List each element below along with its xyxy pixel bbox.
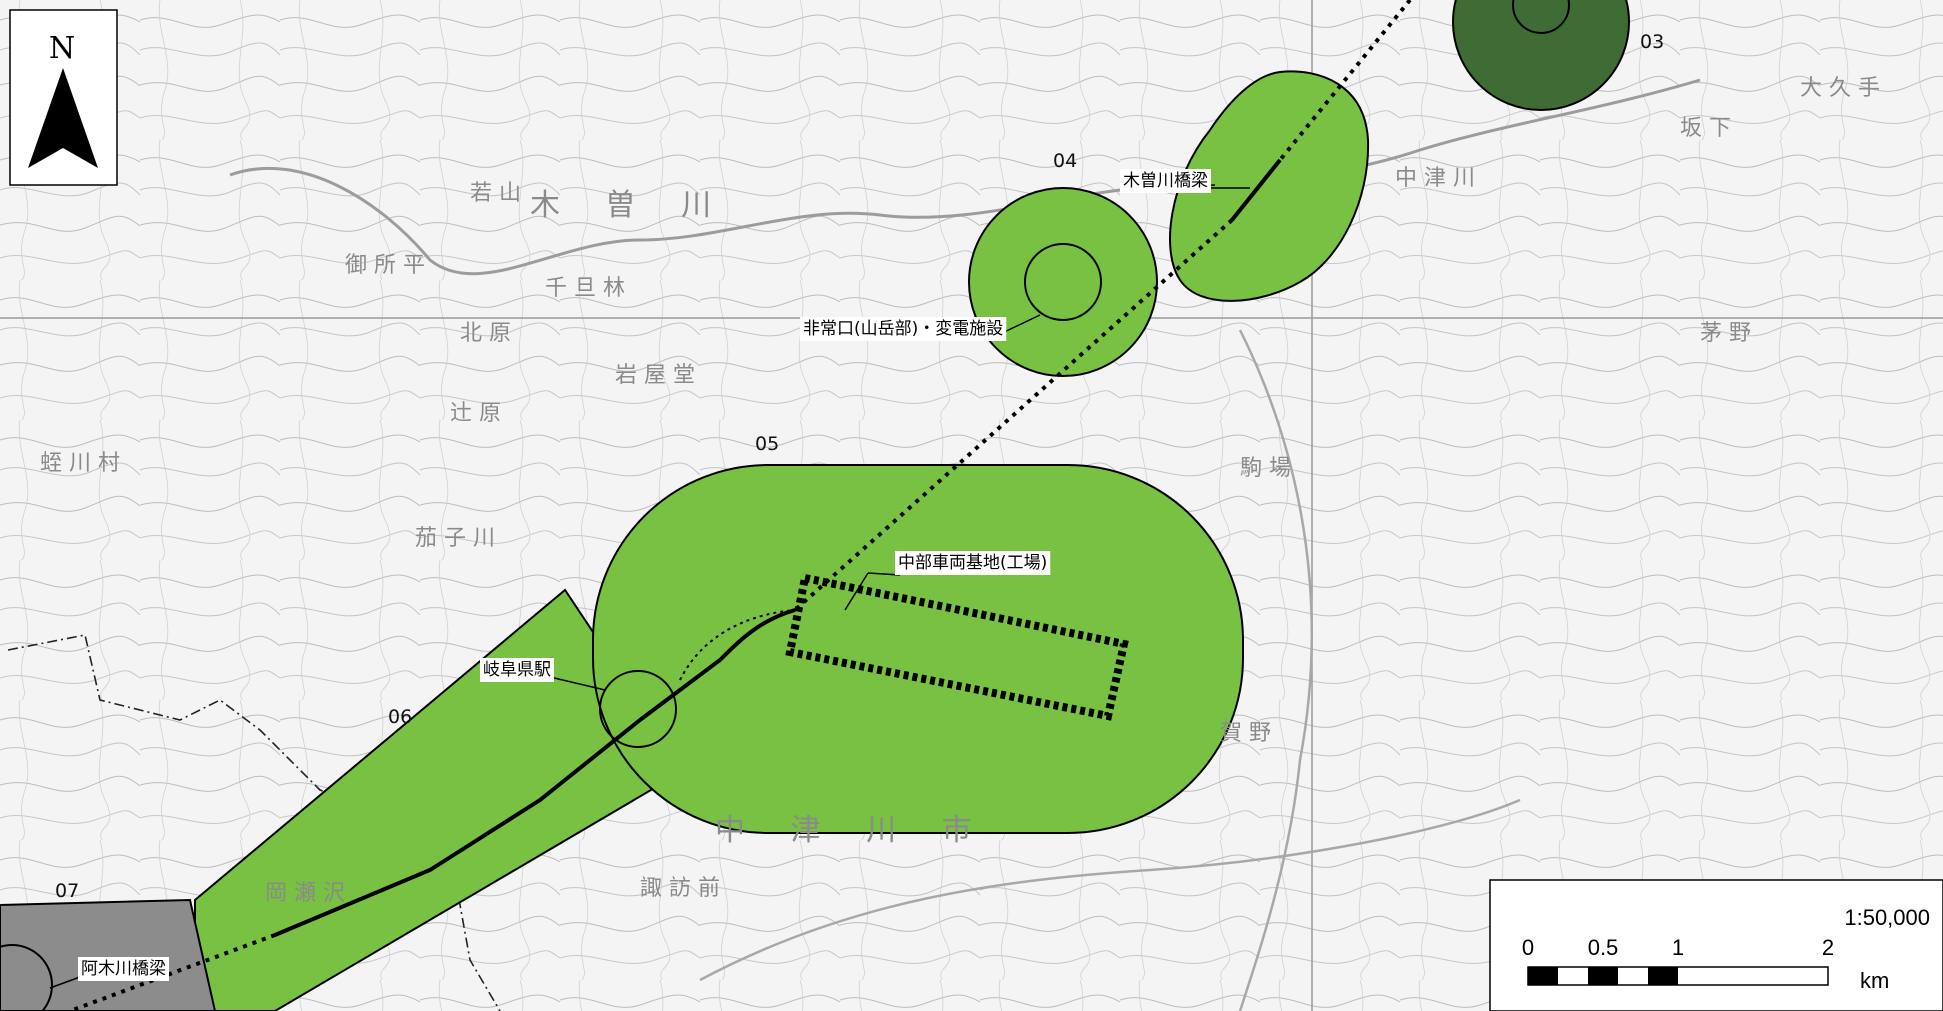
label-nakatsugawa-city: 中 津 川 市 — [715, 813, 990, 848]
scale-tick-05: 0.5 — [1588, 935, 1619, 960]
label-gifu-station[interactable]: 岐阜県駅 — [480, 658, 554, 682]
agigawa-circle[interactable] — [0, 944, 53, 1011]
label-goshodaira: 御 所 平 — [345, 253, 425, 278]
scale-bar: 1:50,000 0 0.5 1 2 km — [1489, 879, 1943, 1011]
scale-ratio: 1:50,000 — [1844, 905, 1930, 930]
north-arrow: N — [9, 9, 118, 186]
scale-tick-0: 0 — [1522, 935, 1534, 960]
depot-outline[interactable] — [785, 573, 1129, 721]
svg-text:岐阜県駅: 岐阜県駅 — [483, 660, 551, 680]
facility-markers — [0, 243, 1129, 1011]
label-senganbayashi: 千 旦 林 — [545, 276, 625, 301]
zone-03-inner — [1512, 0, 1570, 34]
label-komaba: 駒 場 — [1240, 456, 1291, 481]
zone-07 — [0, 898, 217, 1011]
zone-04-south — [968, 187, 1158, 377]
sheet-numbers: 03 04 05 06 07 — [55, 31, 1664, 902]
scale-tick-2: 2 — [1822, 935, 1834, 960]
station-circle[interactable] — [599, 670, 677, 748]
route-surface-south — [274, 608, 796, 937]
buffer-zones — [0, 0, 1630, 1011]
svg-text:非常口(山岳部)・変電施設: 非常口(山岳部)・変電施設 — [803, 319, 1003, 339]
label-kisogawa-bridge[interactable]: 木曽川橋梁 — [1120, 169, 1211, 193]
route-tunnel-south — [69, 933, 276, 1011]
svg-text:中部車両基地(工場): 中部車両基地(工場) — [898, 553, 1047, 573]
label-iwayado: 岩 屋 堂 — [615, 363, 695, 388]
label-okubo: 大 久 手 — [1800, 76, 1880, 101]
scale-unit: km — [1860, 968, 1889, 993]
sheet-number-04: 04 — [1053, 150, 1077, 172]
route-tunnel-north — [1278, 0, 1412, 162]
north-letter: N — [49, 31, 75, 66]
route-bridge-kiso — [1230, 158, 1282, 222]
zone-03 — [1452, 0, 1630, 111]
route — [69, 0, 1412, 1011]
route-tunnel-middle — [793, 218, 1234, 612]
place-names: 中 津 川 市 木 曽 川 中 津 川 駒 場 千 旦 林 蛭 川 村 茄 子 … — [40, 76, 1880, 906]
sheet-number-03: 03 — [1640, 31, 1664, 53]
north-arrow-icon — [28, 68, 98, 168]
emergency-exit-circle[interactable] — [1024, 243, 1102, 321]
label-agigawa-bridge[interactable]: 阿木川橋梁 — [78, 957, 169, 981]
label-wakayama: 若 山 — [470, 181, 521, 206]
label-hirukawa: 蛭 川 村 — [40, 451, 120, 476]
label-emergency-exit[interactable]: 非常口(山岳部)・変電施設 — [800, 317, 1007, 341]
route-connector — [679, 609, 796, 681]
sheet-number-06: 06 — [388, 706, 412, 728]
label-kago: 賀 野 — [1220, 721, 1271, 746]
zone-05 — [592, 464, 1244, 834]
label-kiso-river: 木 曽 川 — [530, 188, 729, 223]
svg-text:木曽川橋梁: 木曽川橋梁 — [1123, 171, 1208, 191]
sheet-number-07: 07 — [55, 880, 79, 902]
label-okase: 岡 瀬 沢 — [265, 881, 345, 906]
facility-labels: 木曽川橋梁 非常口(山岳部)・変電施設 中部車両基地(工場) 岐阜県駅 阿木川橋… — [78, 169, 1211, 981]
label-tsujihara: 辻 原 — [450, 401, 501, 426]
label-kitahara: 北 原 — [460, 321, 511, 346]
scale-tick-1: 1 — [1672, 935, 1684, 960]
label-nasugawa: 茄 子 川 — [415, 526, 495, 551]
label-sakashita: 坂 下 — [1680, 116, 1731, 141]
sheet-number-05: 05 — [755, 433, 779, 455]
label-chino: 茅 野 — [1700, 321, 1751, 346]
label-nakatsu-river: 中 津 川 — [1395, 166, 1475, 191]
label-chubu-depot[interactable]: 中部車両基地(工場) — [895, 551, 1051, 575]
zone-04-north — [1169, 70, 1370, 302]
label-suwamae: 諏 訪 前 — [640, 876, 720, 901]
svg-text:阿木川橋梁: 阿木川橋梁 — [81, 959, 166, 979]
